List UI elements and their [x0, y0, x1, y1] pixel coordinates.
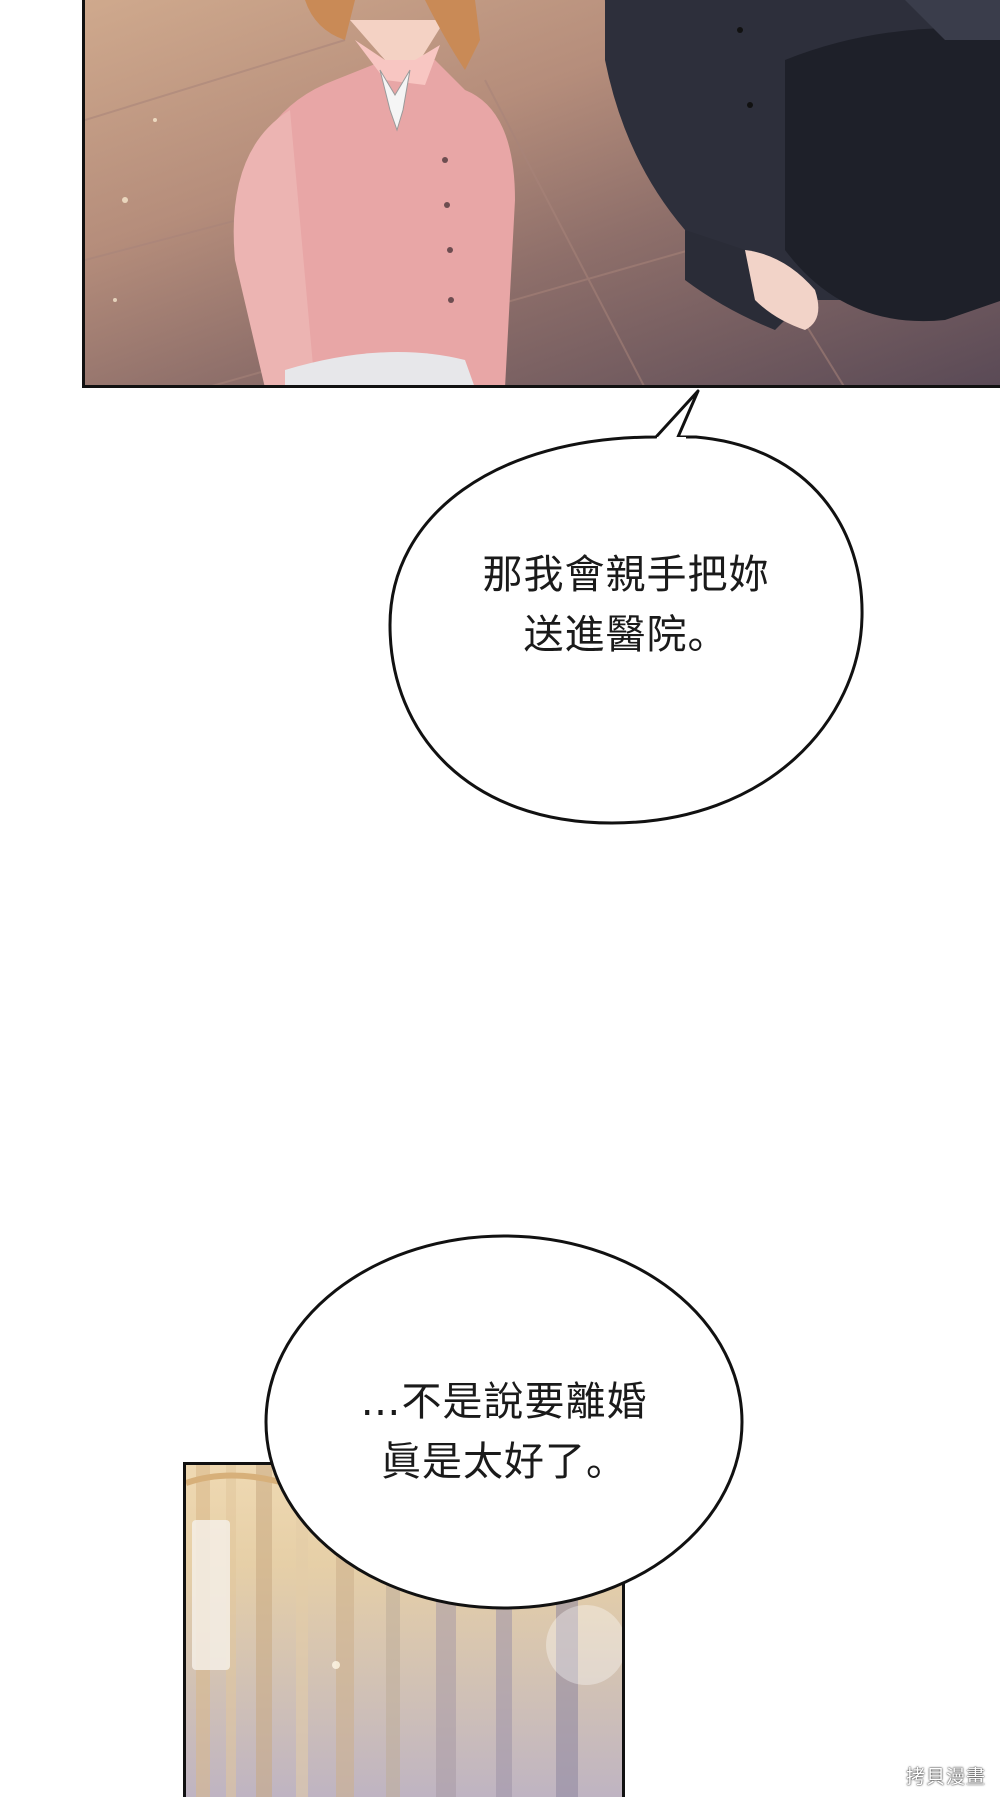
speech-bubble-2: …不是說要離婚 眞是太好了。 [262, 1232, 746, 1612]
speech-bubble-2-line-1: …不是說要離婚 [360, 1379, 648, 1425]
speech-bubble-1: 那我會親手把妳 送進醫院。 [386, 385, 866, 827]
speech-bubble-2-text: …不是說要離婚 眞是太好了。 [262, 1372, 746, 1492]
woman-figure [233, 0, 515, 385]
speech-bubble-1-line-2: 送進醫院。 [523, 612, 729, 658]
panel-top-illustration [85, 0, 1000, 385]
watermark: 拷貝漫畫 [905, 1766, 986, 1788]
speech-bubble-1-text: 那我會親手把妳 送進醫院。 [386, 545, 866, 665]
speech-bubble-2-line-2: 眞是太好了。 [381, 1439, 627, 1485]
speech-bubble-1-outline [388, 389, 864, 825]
man-figure [605, 0, 1000, 330]
speech-bubble-1-line-1: 那我會親手把妳 [482, 552, 770, 598]
speech-bubble-2-outline [264, 1234, 744, 1610]
comic-panel-top [82, 0, 1000, 388]
